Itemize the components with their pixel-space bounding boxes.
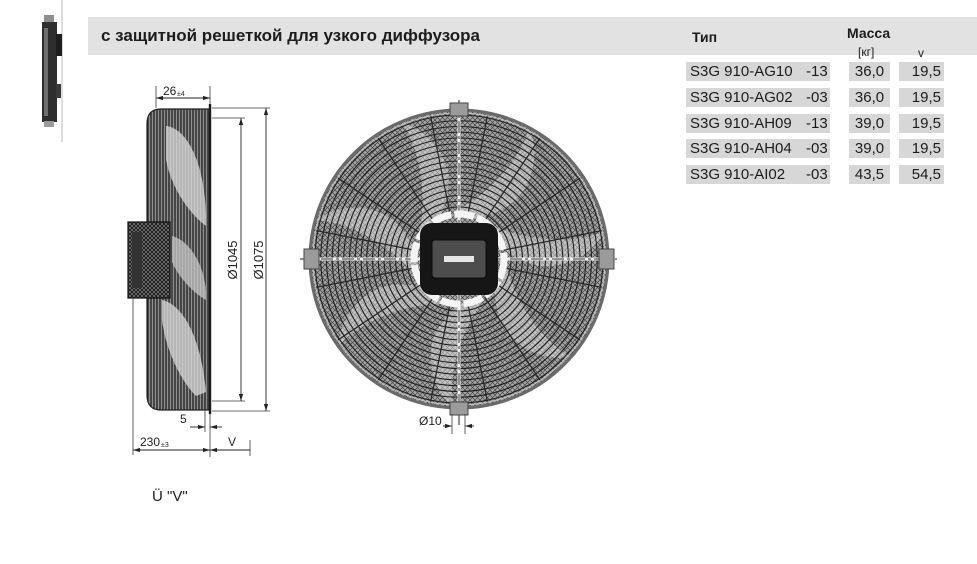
guard-spoke <box>314 229 415 251</box>
fan-side-view: 26 ±4 Ø1045 Ø1075 5 230 <box>127 84 270 457</box>
blade-side-upper <box>166 126 206 226</box>
unit-v: v <box>918 46 924 60</box>
mass-cell: 36,0 <box>849 62 890 81</box>
dim-label-diameter-1: Ø1045 <box>225 240 240 279</box>
blade-side-middle <box>172 236 206 300</box>
blade-side-lower <box>162 300 206 396</box>
model-name: S3G 910-AH04 <box>690 140 792 158</box>
type-cell: S3G 910-AI02 -03 <box>686 165 830 184</box>
model-suffix: -13 <box>806 63 828 80</box>
thumbnail-bracket <box>56 84 61 98</box>
guard-spoke <box>496 284 582 342</box>
guard-spoke <box>496 176 582 234</box>
model-name: S3G 910-AI02 <box>690 166 786 183</box>
guard-spoke <box>484 136 542 222</box>
guard-spoke <box>467 303 489 404</box>
model-name: S3G 910-AG02 <box>690 88 793 106</box>
column-header-mass: Масса <box>847 25 891 41</box>
fan-side-thumbnail <box>42 0 63 142</box>
hub-ring <box>410 210 508 308</box>
dim-tolerance-depth: ±3 <box>161 442 169 449</box>
guard-spoke <box>314 267 415 289</box>
model-suffix: -03 <box>806 166 828 183</box>
mass-cell: 39,0 <box>849 139 890 159</box>
v-cell: 54,5 <box>899 165 944 184</box>
unit-mass: [кг] <box>858 45 875 59</box>
dim-label-diameter-2: Ø1075 <box>251 240 266 279</box>
view-caption: Ü "V" <box>152 488 188 505</box>
type-cell: S3G 910-AG02 -03 <box>686 87 830 107</box>
guard-spoke <box>467 114 489 215</box>
thumbnail-top-cap <box>44 15 54 23</box>
type-cell: S3G 910-AH09 -13 <box>686 113 830 133</box>
terminal-slot <box>444 256 474 262</box>
type-cell: S3G 910-AG10 -13 <box>686 62 830 81</box>
mass-cell: 36,0 <box>849 87 890 107</box>
thumbnail-motor <box>56 34 62 56</box>
column-header-type: Тип <box>692 29 718 45</box>
model-suffix: -03 <box>806 140 828 158</box>
guard-spokes <box>314 114 604 404</box>
model-suffix: -13 <box>806 114 828 132</box>
guard-spoke <box>503 267 604 289</box>
guard-spoke <box>336 176 422 234</box>
mounting-tab-top <box>449 102 469 117</box>
fan-front-view: Ø10 <box>300 100 617 434</box>
model-name: S3G 910-AH09 <box>690 114 792 132</box>
guard-spoke <box>376 136 434 222</box>
guard-spoke <box>484 296 542 382</box>
motor-side-cap <box>132 232 142 288</box>
dim-label-v: V <box>228 435 236 449</box>
table-row: S3G 910-AH09 -13 39,0 19,5 <box>686 113 944 133</box>
v-cell: 19,5 <box>899 62 944 81</box>
guard-spoke <box>336 284 422 342</box>
table-row: S3G 910-AG10 -13 36,0 19,5 <box>686 62 944 81</box>
header-bar <box>88 17 977 55</box>
table-row: S3G 910-AH04 -03 39,0 19,5 <box>686 139 944 159</box>
mounting-tab-left <box>303 248 320 270</box>
dim-label-guard-offset: 26 <box>163 84 177 98</box>
v-cell: 19,5 <box>899 87 944 107</box>
thumbnail-bottom-cap <box>44 121 54 127</box>
section-title: с защитной решеткой для узкого диффузора <box>101 26 481 45</box>
model-suffix: -03 <box>806 88 828 106</box>
table-row: S3G 910-AG02 -03 36,0 19,5 <box>686 87 944 107</box>
thumbnail-highlight <box>44 28 48 116</box>
type-cell: S3G 910-AH04 -03 <box>686 139 830 159</box>
v-cell: 19,5 <box>899 113 944 133</box>
guard-spoke <box>429 114 451 215</box>
table-row: S3G 910-AI02 -03 43,5 54,5 <box>686 165 944 184</box>
guard-spoke <box>376 296 434 382</box>
mounting-tab-right <box>598 248 615 270</box>
model-table: S3G 910-AG10 -13 36,0 19,5 S3G 910-AG02 … <box>686 62 944 191</box>
mass-cell: 43,5 <box>849 165 890 184</box>
guard-spoke <box>429 303 451 404</box>
guard-spoke <box>503 229 604 251</box>
mounting-tab-bottom <box>449 401 469 416</box>
dim-tolerance-guard-offset: ±4 <box>177 91 185 98</box>
model-name: S3G 910-AG10 <box>690 63 793 80</box>
v-cell: 19,5 <box>899 139 944 159</box>
dim-label-flange: 5 <box>180 412 187 426</box>
mass-cell: 39,0 <box>849 113 890 133</box>
dim-label-depth: 230 <box>140 435 160 449</box>
dim-label-hole: Ø10 <box>419 414 442 428</box>
